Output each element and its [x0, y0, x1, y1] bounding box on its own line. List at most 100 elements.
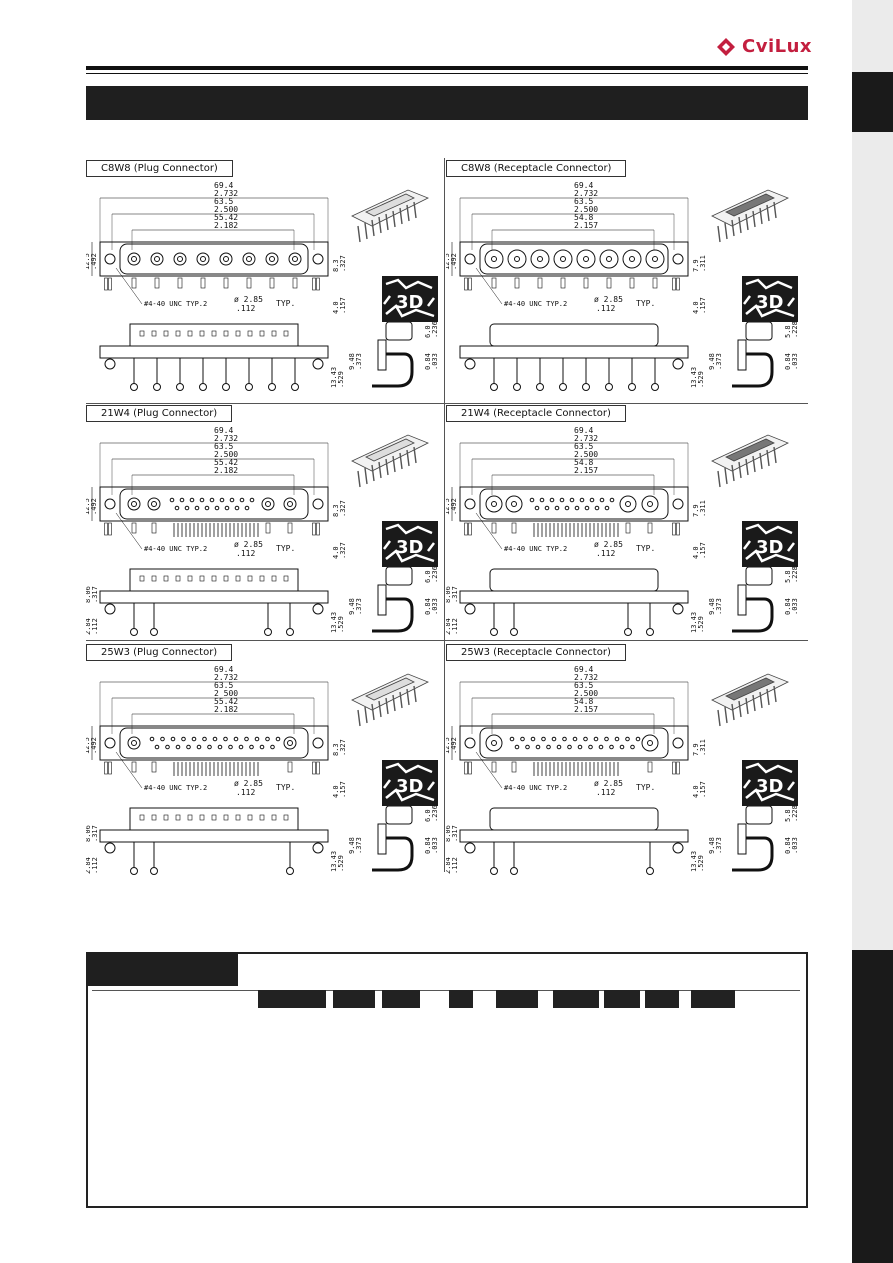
boardlock-pin [468, 522, 472, 536]
connector-flange [459, 725, 689, 761]
dimension-value-inch: .157 [339, 781, 347, 798]
bent-pin-profile [372, 597, 414, 633]
dimension-value: 63.5 [214, 197, 233, 206]
shell-window [223, 814, 229, 821]
dimension-value: 8.06 [446, 586, 452, 603]
dimension-value: 7.9 [692, 259, 700, 272]
header-rule [86, 66, 808, 70]
isometric-pin [371, 464, 375, 482]
pin-tip [559, 383, 567, 391]
dimension-value-inch: .236 [431, 566, 439, 583]
dimension-value: 7.9 [692, 504, 700, 517]
coax-contact [622, 249, 642, 269]
model-3d-icon: 3D [742, 760, 798, 806]
dimension-value-inch: .112 [451, 618, 459, 635]
model-3d-icon-label: 3D [756, 292, 783, 313]
dimension-value-inch: .373 [715, 837, 723, 854]
model-3d-icon-label: 3D [396, 537, 423, 558]
coax-contact-center [560, 256, 566, 262]
dimension-value-inch: .327 [339, 542, 347, 559]
hex-nut [312, 358, 324, 370]
dimension-value: 6.0 [424, 325, 432, 338]
dimension-value-inch: .112 [91, 618, 99, 635]
shell-profile [745, 805, 773, 825]
boardlock-pin [316, 761, 320, 775]
isometric-pin [364, 222, 368, 240]
isometric-pin [745, 697, 749, 715]
signal-contact [554, 505, 560, 511]
boardlock-pin [108, 522, 112, 536]
shell-window [187, 814, 193, 821]
dimension-value-inch: .157 [699, 542, 707, 559]
board-pin [583, 277, 589, 289]
signal-contact [619, 744, 625, 750]
dimension-value: 63.5 [214, 442, 233, 451]
hole-callout-inch: .112 [596, 549, 615, 558]
signal-contact [229, 497, 235, 503]
hex-nut [104, 603, 116, 615]
isometric-shell [725, 193, 775, 217]
boardlock-pin [108, 277, 112, 291]
hole-callout: ø 2.85 [594, 295, 623, 304]
dimension-value-inch: .033 [791, 598, 799, 615]
dimension-value: 13.43 [330, 367, 338, 388]
board-pin [629, 277, 635, 289]
dimension-value-inch: 2.157 [574, 705, 598, 714]
isometric-pin [371, 703, 375, 721]
coax-contact-center [652, 256, 658, 262]
connector-label: C8W8 (Plug Connector) [86, 160, 233, 177]
shell-window [187, 330, 193, 337]
shell-profile [385, 566, 413, 586]
signal-contact [559, 497, 565, 503]
dimension-value: 54.8 [574, 458, 593, 467]
signal-contact [217, 744, 223, 750]
connector-isometric [351, 434, 429, 488]
coax-contact [599, 249, 619, 269]
dimension-value-inch: .033 [431, 353, 439, 370]
signal-contact [169, 497, 175, 503]
isometric-pin [399, 691, 403, 709]
pin-tip [245, 383, 253, 391]
board-pin [514, 277, 520, 289]
isometric-pin [724, 467, 728, 485]
dimension-value-inch: .492 [90, 498, 98, 515]
power-contact-center [131, 740, 137, 746]
model-3d-icon-label: 3D [756, 537, 783, 558]
shell-side [489, 568, 659, 592]
boardlock-pin [312, 522, 316, 536]
pin-tip [176, 383, 184, 391]
dimension-value-inch: .373 [355, 598, 363, 615]
flange-profile [737, 823, 747, 855]
dimension-value: 9.48 [708, 598, 716, 615]
leader-line [475, 512, 503, 550]
dimension-value-inch: .228 [791, 805, 799, 822]
shell-window [211, 575, 217, 582]
coax-contact-center [629, 256, 635, 262]
shell-window [151, 575, 157, 582]
coax-contact [530, 249, 550, 269]
power-contact [283, 497, 297, 511]
signal-contact [154, 744, 160, 750]
boardlock-pin [676, 761, 680, 775]
dimension-value: 69.4 [214, 181, 233, 190]
board-pin [537, 277, 543, 289]
coax-contact-center [154, 256, 160, 262]
coax-contact-center [177, 256, 183, 262]
connector-isometric [711, 434, 789, 488]
power-contact-center [287, 740, 293, 746]
signal-contact [196, 744, 202, 750]
board-pin [151, 761, 157, 773]
dimension-value: 8.3 [332, 259, 340, 272]
connector-shell [119, 488, 309, 520]
isometric-pin [759, 691, 763, 709]
isometric-pin [738, 700, 742, 718]
coax-contact-center [223, 256, 229, 262]
pin-tip [651, 383, 659, 391]
power-contact [147, 497, 161, 511]
signal-contact [604, 736, 609, 742]
boardlock-pin [464, 277, 468, 291]
dimension-value: 4.0 [332, 546, 340, 559]
signal-contact [189, 497, 195, 503]
